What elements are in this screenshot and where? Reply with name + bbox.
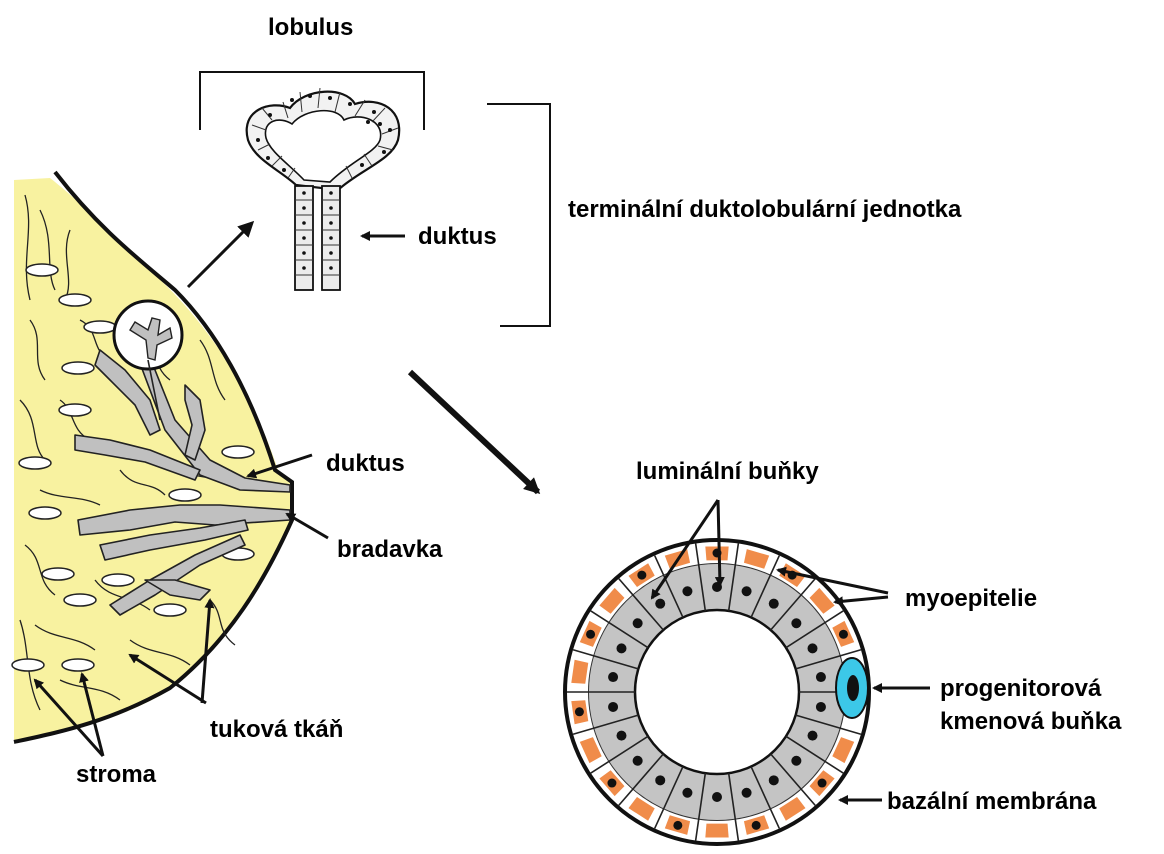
label-stroma: stroma	[76, 761, 156, 789]
myoepithelial-nucleus	[752, 821, 761, 830]
myoepithelial-nucleus	[673, 821, 682, 830]
tdlu-bracket	[487, 104, 550, 326]
arrow-to-tdlu	[188, 223, 252, 287]
luminal-nucleus	[633, 618, 643, 628]
label-kmenova-bunka: kmenová buňka	[940, 708, 1121, 736]
luminal-nucleus	[791, 756, 801, 766]
label-luminalni-bunky: luminální buňky	[636, 458, 819, 486]
label-tukova-tkan: tuková tkáň	[210, 716, 343, 744]
stem-cell-nucleus	[847, 675, 859, 701]
label-lobulus: lobulus	[268, 14, 353, 42]
luminal-nucleus	[616, 731, 626, 741]
breast-section	[12, 172, 292, 742]
myoepithelial-cell	[705, 824, 728, 838]
luminal-nucleus	[816, 702, 826, 712]
lumen	[635, 610, 799, 774]
tdlu-enlargement	[200, 72, 550, 326]
luminal-nucleus	[655, 599, 665, 609]
arrow-myo-2	[835, 597, 888, 602]
luminal-nucleus	[769, 599, 779, 609]
luminal-nucleus	[682, 788, 692, 798]
luminal-nucleus	[616, 643, 626, 653]
myoepithelial-nucleus	[586, 630, 595, 639]
myoepithelial-nucleus	[637, 571, 646, 580]
luminal-nucleus	[769, 775, 779, 785]
luminal-nucleus	[633, 756, 643, 766]
myoepithelial-nucleus	[575, 707, 584, 716]
arrow-luminal-2	[718, 500, 720, 585]
label-bradavka: bradavka	[337, 536, 442, 564]
luminal-nucleus	[808, 731, 818, 741]
label-myoepitelie: myoepitelie	[905, 585, 1037, 613]
luminal-nucleus	[816, 672, 826, 682]
terminal-duct	[295, 186, 340, 290]
myoepithelial-nucleus	[839, 630, 848, 639]
label-bazalni-membrana: bazální membrána	[887, 788, 1096, 816]
luminal-nucleus	[742, 788, 752, 798]
luminal-nucleus	[608, 702, 618, 712]
myoepithelial-nucleus	[607, 779, 616, 788]
luminal-nucleus	[655, 775, 665, 785]
luminal-nucleus	[682, 586, 692, 596]
luminal-nucleus	[608, 672, 618, 682]
label-tdlu: terminální duktolobulární jednotka	[568, 196, 961, 224]
label-duktus-breast: duktus	[326, 450, 405, 478]
myoepithelial-nucleus	[818, 779, 827, 788]
arrow-bradavka	[287, 514, 328, 538]
label-progenitorova: progenitorová	[940, 675, 1101, 703]
label-duktus-tdlu: duktus	[418, 223, 497, 251]
arrow-to-cross-section	[410, 372, 538, 492]
luminal-nucleus	[742, 586, 752, 596]
luminal-nucleus	[791, 618, 801, 628]
duct-cross-section	[565, 540, 869, 844]
luminal-nucleus	[808, 643, 818, 653]
luminal-nucleus	[712, 792, 722, 802]
